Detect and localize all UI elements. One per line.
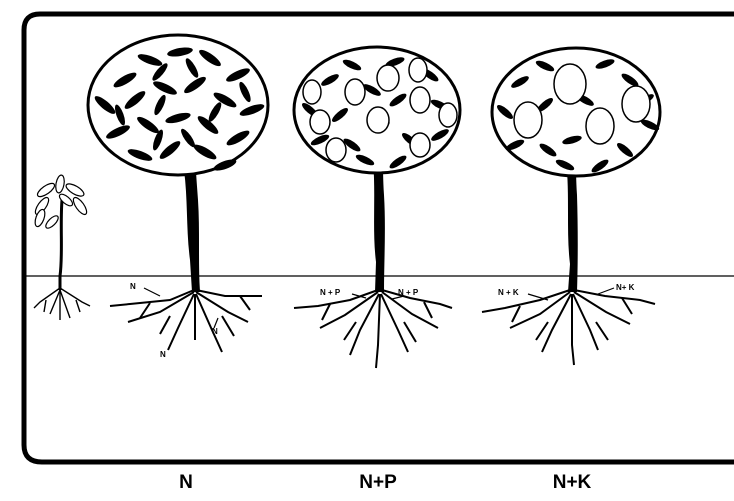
label-n-plus-p: N+P — [359, 472, 397, 494]
tree-nk-trunk — [566, 158, 578, 292]
tree-n-trunk — [184, 168, 200, 292]
tree-np-trunk — [373, 158, 385, 292]
tree-n-roots — [110, 290, 262, 352]
tree-np-root-label-left: N + P — [320, 288, 341, 297]
tree-np-root-label-right: N + P — [398, 288, 419, 297]
tree-np-roots — [294, 290, 452, 368]
tree-n: N N N — [88, 35, 268, 359]
seedling-roots — [34, 288, 90, 320]
tree-nk-root-label-left: N + K — [498, 288, 519, 297]
label-n-plus-k: N+K — [553, 472, 592, 494]
tree-nk-roots — [482, 290, 655, 365]
tree-n-root-label-a: N — [130, 282, 136, 291]
tree-n-root-label-b: N — [160, 350, 166, 359]
tree-n-arrow-a — [144, 288, 160, 296]
tree-np-crown — [294, 47, 460, 173]
tree-nk: N + K N+ K — [482, 48, 661, 365]
tree-nk-crown — [492, 48, 661, 176]
tree-nk-arrow-left — [528, 294, 548, 300]
tree-nk-arrow-right — [598, 288, 614, 294]
tree-n-root-label-c: N — [212, 327, 218, 336]
tree-np: N + P N + P — [294, 47, 460, 368]
tree-n-crown — [88, 35, 268, 175]
tree-nk-root-label-right: N+ K — [616, 283, 635, 292]
label-n: N — [179, 472, 193, 494]
seedling — [33, 174, 90, 320]
